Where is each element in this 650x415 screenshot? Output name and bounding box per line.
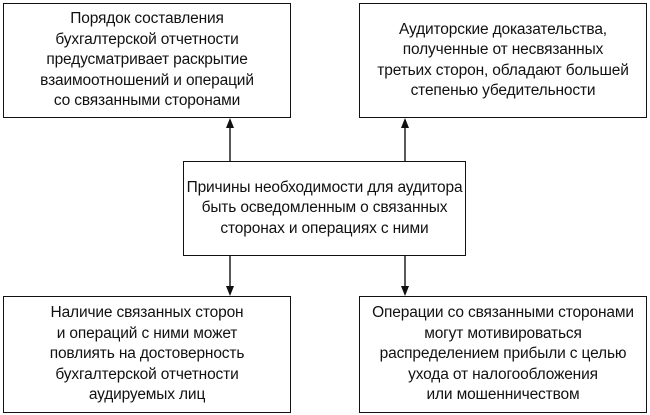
box-center-reasons: Причины необходимости для аудитора быть … <box>183 161 466 256</box>
box-text-line: со связанными сторонами <box>53 92 241 110</box>
box-text-line: могут мотивироваться <box>424 324 582 342</box>
box-text-line: сторонах и операциях с ними <box>220 219 429 237</box>
box-text-line: Причины необходимости для аудитора <box>186 178 463 196</box>
box-text-line: полученные от несвязанных <box>402 41 604 58</box>
box-text-line: быть осведомленным о связанных <box>201 199 448 217</box>
box-text-line: Аудиторские доказательства, <box>399 20 607 38</box>
arrowhead-bottom-right <box>401 286 409 296</box>
box-text-line: аудируемых лиц <box>88 386 206 404</box>
box-text-line: предусматривает раскрытие <box>46 51 248 69</box>
box-text-line: взаимоотношений и операций <box>40 71 254 89</box>
arrowhead-top-right <box>401 118 409 128</box>
box-text-line: ухода от налогообложения <box>408 365 598 383</box>
box-text-line: третьих сторон, обладают большей <box>377 61 629 79</box>
box-text-line: Порядок составления <box>70 10 224 28</box>
box-text-line: или мошенничеством <box>426 386 580 404</box>
box-text-line: Операции со связанными сторонами <box>372 304 634 322</box>
arrowhead-top-left <box>226 118 234 128</box>
box-text-line: и операций с ними может <box>56 324 238 342</box>
box-text-line: степенью убедительности <box>410 82 596 99</box>
box-text-line: Наличие связанных сторон <box>50 304 244 322</box>
box-text-line: бухгалтерской отчетности <box>55 365 239 383</box>
box-text-line: распределением прибыли с целью <box>379 345 627 363</box>
box-top-right-audit-evidence: Аудиторские доказательства, полученные о… <box>359 3 647 118</box>
arrowhead-bottom-left <box>226 286 234 296</box>
box-text-line: бухгалтерской отчетности <box>55 30 239 48</box>
box-bottom-left-reliability-impact: Наличие связанных сторон и операций с ни… <box>3 296 291 413</box>
box-bottom-right-motivation: Операции со связанными сторонами могут м… <box>359 296 647 413</box>
box-top-left-disclosure-requirement: Порядок составления бухгалтерской отчетн… <box>3 3 291 118</box>
box-text-line: повлиять на достоверность <box>49 345 245 363</box>
